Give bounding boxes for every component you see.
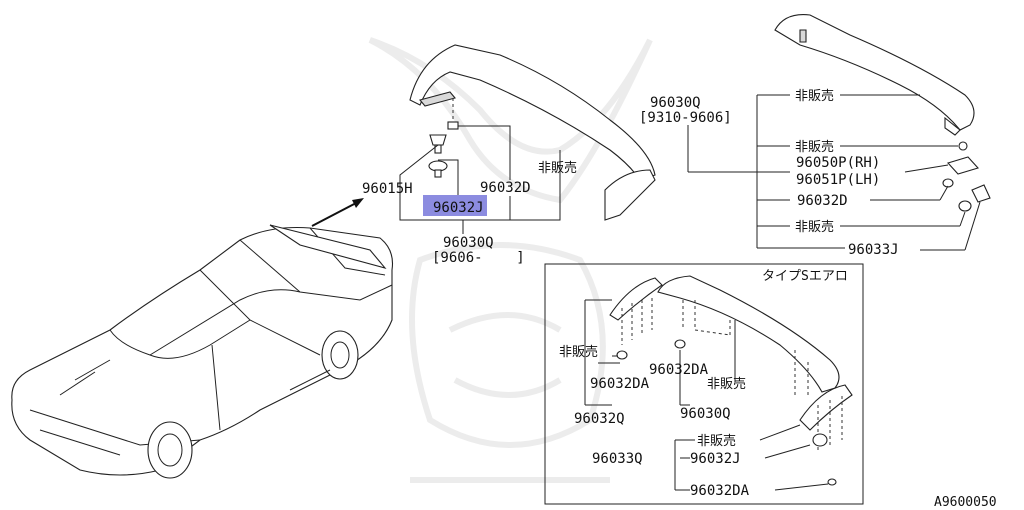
label-not-for-sale-ts-mid: 非販売 xyxy=(707,376,746,392)
watermark-crest xyxy=(368,37,653,483)
label-96032da-bottom[interactable]: 96032DA xyxy=(690,483,750,499)
diagram-id: A9600050 xyxy=(934,495,997,510)
leaders-top-left xyxy=(399,125,561,234)
label-96032d-right[interactable]: 96032D xyxy=(797,193,848,209)
label-96033j[interactable]: 96033J xyxy=(848,242,899,258)
label-not-for-sale-r2: 非販売 xyxy=(795,139,834,155)
label-96032d-top[interactable]: 96032D xyxy=(480,180,531,196)
rear-spoiler-old xyxy=(774,14,991,212)
car-illustration xyxy=(11,224,394,479)
label-96032j-top[interactable]: 96032J xyxy=(433,200,484,216)
label-not-for-sale-top: 非販売 xyxy=(538,160,577,176)
label-96032j-ts[interactable]: 96032J xyxy=(690,451,741,467)
label-date-range-top: [9606- ] xyxy=(432,250,525,266)
leaders-top-right xyxy=(687,94,981,251)
label-96050p[interactable]: 96050P(RH) xyxy=(796,155,880,171)
rear-spoiler-main xyxy=(409,44,656,221)
type-s-aero-title: タイプSエアロ xyxy=(762,269,848,284)
label-not-for-sale-ts-left: 非販売 xyxy=(559,344,598,360)
selected-part-highlight[interactable] xyxy=(423,195,487,216)
pointer-arrow xyxy=(311,198,364,227)
label-96032da-left[interactable]: 96032DA xyxy=(590,376,650,392)
label-not-for-sale-r3: 非販売 xyxy=(795,219,834,235)
type-s-spoiler xyxy=(609,275,853,486)
label-96051p[interactable]: 96051P(LH) xyxy=(796,172,880,188)
label-date-range-right: [9310-9606] xyxy=(639,110,732,126)
label-96033q[interactable]: 96033Q xyxy=(592,451,643,467)
label-96015h[interactable]: 96015H xyxy=(362,181,413,197)
leaders-type-s xyxy=(584,299,829,491)
label-96030q-ts[interactable]: 96030Q xyxy=(680,406,731,422)
label-96032q[interactable]: 96032Q xyxy=(574,411,625,427)
type-s-aero-box xyxy=(544,263,864,505)
label-96032da-mid[interactable]: 96032DA xyxy=(649,362,709,378)
label-not-for-sale-r1: 非販売 xyxy=(795,88,834,104)
label-not-for-sale-ts-low: 非販売 xyxy=(697,433,736,449)
label-96030q-top[interactable]: 96030Q xyxy=(443,235,494,251)
label-96030q-right[interactable]: 96030Q xyxy=(650,95,701,111)
